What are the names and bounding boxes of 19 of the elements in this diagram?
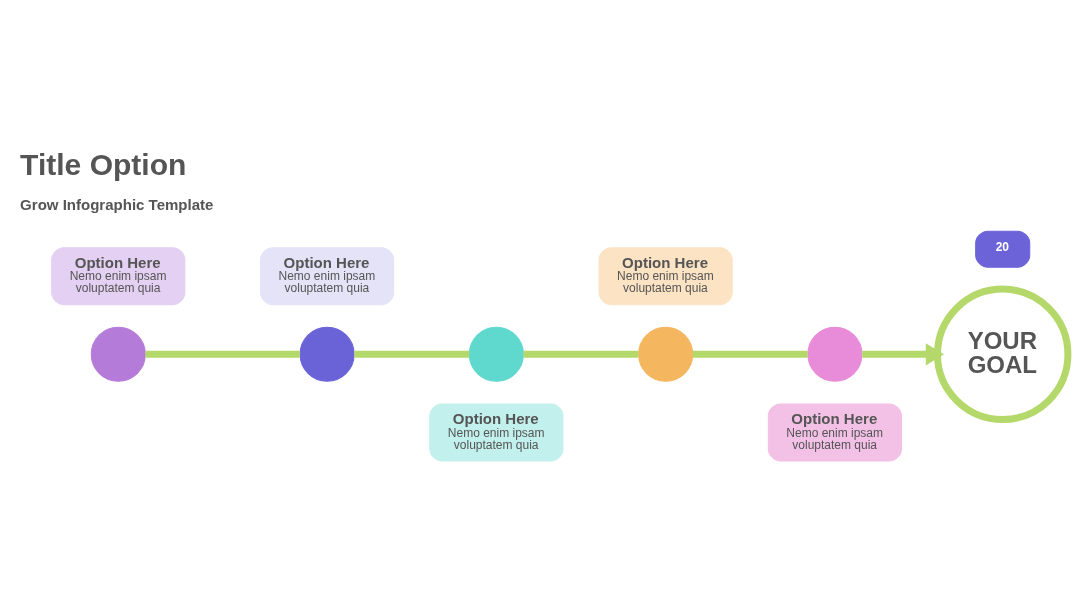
node-circle — [468, 326, 524, 382]
node-circle — [299, 326, 355, 382]
node-box: Option Here Nemo enim ipsam voluptatem quia — [767, 402, 902, 461]
node-box: Option Here Nemo enim ipsam voluptatem quia — [429, 402, 564, 461]
node-circle: YOUR GOAL — [934, 285, 1072, 423]
connector — [523, 350, 639, 358]
node-box: Option Here Nemo enim ipsam voluptatem quia — [51, 246, 186, 305]
connector — [354, 350, 470, 358]
node-circle — [638, 326, 694, 382]
label: Grow Infographic Template — [20, 195, 214, 213]
node-circle — [807, 326, 863, 382]
node-circle — [90, 326, 146, 382]
arrow — [862, 342, 944, 365]
node-box: 20 — [975, 230, 1031, 268]
node-box: Option Here Nemo enim ipsam voluptatem quia — [260, 246, 395, 305]
node-box: Option Here Nemo enim ipsam voluptatem quia — [598, 246, 733, 305]
connector — [692, 350, 808, 358]
diagram-title: Title Option — [20, 147, 187, 181]
connector — [145, 350, 300, 358]
